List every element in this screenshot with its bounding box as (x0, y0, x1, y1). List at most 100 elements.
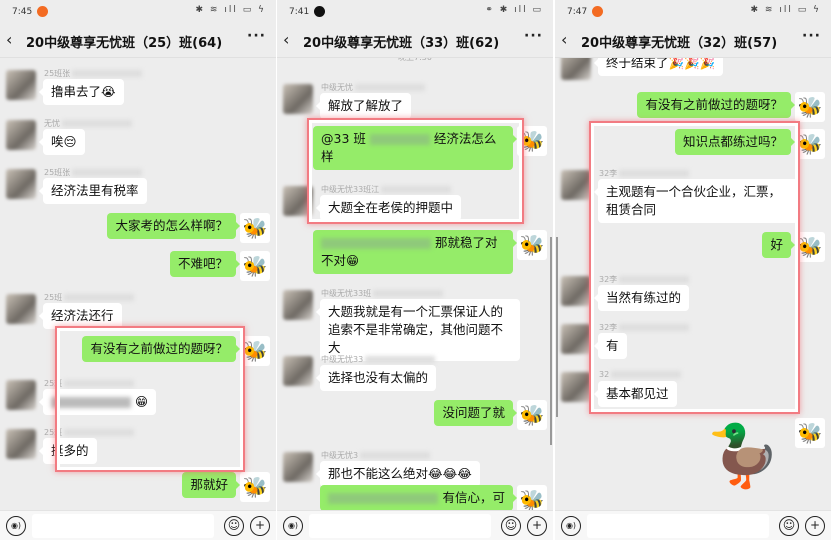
message-bubble[interactable]: 经济法还行 (39, 303, 122, 329)
message-text: 经济法里有税率 (51, 183, 139, 198)
emoji-icon[interactable]: ☺ (779, 516, 799, 536)
avatar[interactable] (283, 290, 313, 320)
plus-icon[interactable]: + (805, 516, 825, 536)
message-text: 经济法怎么样 (321, 131, 497, 164)
voice-icon[interactable]: ◉) (561, 516, 581, 536)
sender-name-text: 25班张 (44, 168, 71, 177)
back-icon[interactable]: ‹ (283, 30, 290, 49)
avatar[interactable] (561, 276, 591, 306)
message-bubble[interactable]: @33 班经济法怎么样 (313, 126, 517, 170)
timestamp: 晚上7:30 (277, 58, 553, 63)
chat-header: ‹20中级尊享无忧班（32）班(57)··· (555, 26, 831, 58)
message-input[interactable] (309, 514, 491, 538)
message-bubble[interactable]: 有没有之前做过的题呀？ (82, 336, 240, 362)
message-bubble[interactable]: 大家考的怎么样啊？ (107, 213, 240, 239)
message-bubble[interactable]: 唉😔 (39, 129, 85, 155)
message-bubble[interactable]: 有信心，可 (320, 485, 517, 510)
self-avatar-icon[interactable]: 🐝 (517, 400, 547, 430)
avatar[interactable] (283, 356, 313, 386)
more-options-icon[interactable]: ··· (247, 28, 266, 44)
avatar[interactable] (6, 429, 36, 459)
sender-name-text: 25班 (44, 379, 63, 388)
more-options-icon[interactable]: ··· (524, 28, 543, 44)
self-avatar-icon[interactable]: 🐝 (517, 485, 547, 510)
self-avatar-icon[interactable]: 🐝 (795, 418, 825, 448)
message-bubble[interactable]: 经济法里有税率 (39, 178, 147, 204)
avatar[interactable] (561, 324, 591, 354)
plus-icon[interactable]: + (527, 516, 547, 536)
avatar[interactable] (561, 170, 591, 200)
self-avatar-icon[interactable]: 🐝 (517, 230, 547, 260)
message-list[interactable]: 终于结束了🎉🎉🎉🐝有没有之前做过的题呀？🐝知识点都练过吗？32李主观题有一个合伙… (555, 58, 831, 510)
avatar[interactable] (6, 70, 36, 100)
self-avatar-icon[interactable]: 🐝 (240, 336, 270, 366)
message-list[interactable]: 晚上7:30中级无忧解放了解放了🐝@33 班经济法怎么样中级无忧33班江大题全在… (277, 58, 553, 510)
message-bubble[interactable]: 撸串去了😭 (39, 79, 124, 105)
message-bubble[interactable]: 大题我就是有一个汇票保证人的追索不是非常确定，其他问题不大 (316, 299, 520, 361)
avatar[interactable] (6, 120, 36, 150)
avatar[interactable] (283, 452, 313, 482)
message-bubble[interactable]: 主观题有一个合伙企业，汇票，租赁合同 (594, 179, 798, 223)
more-options-icon[interactable]: ··· (802, 28, 821, 44)
notification-indicator-icon (37, 6, 49, 17)
message-list[interactable]: 25班张撸串去了😭无忧唉😔25班张经济法里有税率🐝大家考的怎么样啊？🐝不难吧？2… (0, 58, 276, 510)
avatar[interactable] (6, 380, 36, 410)
message-text: 不难吧？ (177, 256, 228, 271)
self-avatar-icon[interactable]: 🐝 (795, 129, 825, 159)
self-avatar-icon[interactable]: 🐝 (240, 472, 270, 502)
avatar[interactable] (6, 169, 36, 199)
message-bubble[interactable]: 挺多的 (39, 438, 97, 464)
message-bubble[interactable]: 终于结束了🎉🎉🎉 (593, 58, 724, 76)
self-avatar-icon[interactable]: 🐝 (240, 251, 270, 281)
avatar[interactable] (6, 294, 36, 324)
message-bubble[interactable]: 那也不能这么绝对😂😂😂 (316, 461, 480, 487)
emoji-icon[interactable]: ☺ (224, 516, 244, 536)
sender-name-text: 中级无忧33班 (321, 289, 372, 298)
sender-name-redacted (355, 84, 425, 91)
message-text: 撸串去了😭 (51, 84, 116, 99)
avatar[interactable] (283, 84, 313, 114)
message-text: 当然有练过的 (606, 290, 682, 305)
self-avatar-icon[interactable]: 🐝 (795, 232, 825, 262)
message-bubble[interactable]: 那就好 (182, 472, 240, 498)
plus-icon[interactable]: + (250, 516, 270, 536)
avatar[interactable] (561, 372, 591, 402)
sender-name-redacted (72, 169, 143, 176)
avatar[interactable] (283, 186, 313, 216)
chat-header: ‹ 20中级尊享无忧班（25）班(64) ··· (0, 26, 276, 58)
self-avatar-icon[interactable]: 🐝 (240, 213, 270, 243)
scrollbar[interactable] (550, 237, 552, 445)
back-icon[interactable]: ‹ (561, 30, 568, 49)
message-bubble[interactable]: 基本都见过 (594, 381, 677, 407)
message-bubble[interactable]: 知识点都练过吗？ (674, 129, 796, 155)
message-text: 选择也没有太偏的 (328, 370, 429, 385)
message-bubble[interactable]: 大题全在老侯的押题中 (315, 195, 462, 221)
message-bubble[interactable]: 没问题了就 (434, 400, 517, 426)
sender-name: 32李 (599, 274, 690, 285)
message-bubble[interactable]: 有 (594, 333, 627, 359)
avatar[interactable] (561, 58, 591, 80)
sender-name-redacted (72, 70, 143, 77)
emoji-icon[interactable]: ☺ (501, 516, 521, 536)
message-bubble[interactable]: 😁 (38, 389, 157, 415)
message-bubble[interactable]: 好 (762, 232, 795, 258)
self-avatar-icon[interactable]: 🐝 (517, 126, 547, 156)
message-bubble[interactable]: 选择也没有太偏的 (315, 365, 437, 391)
self-avatar-icon[interactable]: 🐝 (795, 92, 825, 122)
sender-name-redacted (611, 371, 682, 378)
voice-icon[interactable]: ◉) (283, 516, 303, 536)
message-input[interactable] (587, 514, 769, 538)
scrollbar[interactable] (556, 237, 558, 417)
message-input[interactable] (32, 514, 214, 538)
message-bubble[interactable]: 解放了解放了 (315, 93, 412, 119)
message-bubble[interactable]: 那就稳了对不对😁 (313, 230, 517, 274)
chat-title: 20中级尊享无忧班（33）班(62) (303, 36, 500, 51)
message-bubble[interactable]: 当然有练过的 (593, 285, 690, 311)
chat-title: 20中级尊享无忧班（25）班(64) (26, 36, 223, 51)
duck-sticker-icon[interactable]: 🦆 (706, 421, 781, 491)
message-bubble[interactable]: 有没有之前做过的题呀？ (637, 92, 795, 118)
status-icons: ✱ ≋ ıll ▭ ϟ (195, 5, 266, 15)
back-icon[interactable]: ‹ (6, 30, 13, 49)
voice-icon[interactable]: ◉) (6, 516, 26, 536)
message-bubble[interactable]: 不难吧？ (169, 251, 241, 277)
